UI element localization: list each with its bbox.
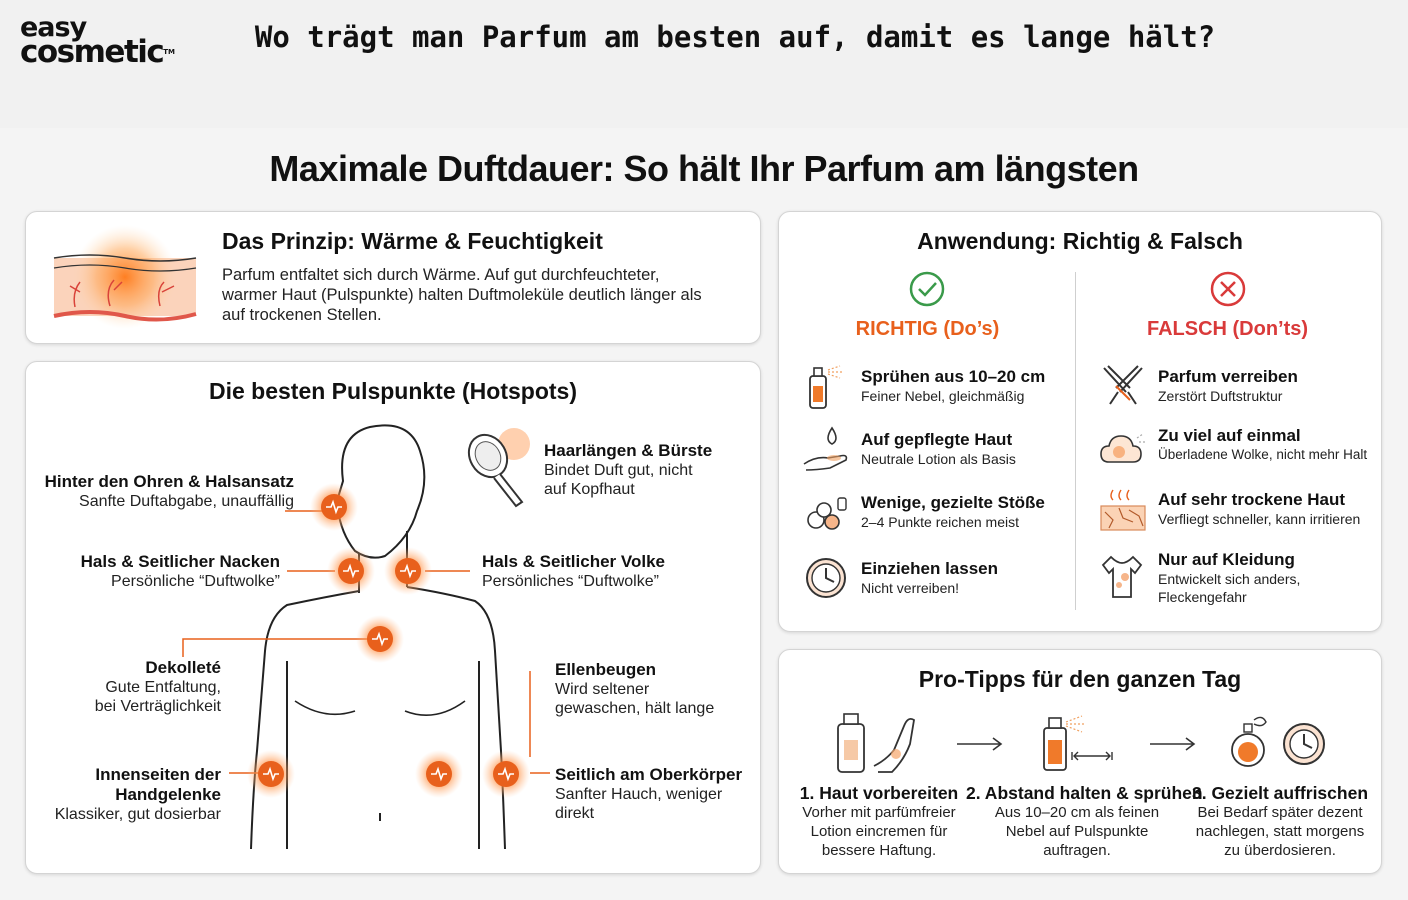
dont-item-too-much: Zu viel auf einmal Überladene Wolke, nic… [1158, 426, 1368, 462]
page-title: Wo trägt man Parfum am besten auf, damit… [254, 20, 1216, 54]
hotspot-label-neck-left: Hals & Seitlicher Nacken Persönliche “Du… [80, 552, 280, 590]
hotspot-label-hair: Haarlängen & Bürste Bindet Duft gut, nic… [544, 441, 713, 498]
dry-skin-icon [1100, 489, 1146, 531]
dos-title: RICHTIG (Do’s) [855, 318, 1000, 340]
do-item-puffs: Wenige, gezielte Stöße 2–4 Punkte reiche… [861, 493, 1045, 530]
page-header [0, 0, 1408, 128]
spray-bottle-icon [809, 365, 842, 409]
pulse-icon-neck-left [327, 547, 375, 595]
application-panel [778, 211, 1382, 632]
hairbrush-icon [467, 428, 530, 508]
logo-text-line1: easy [20, 12, 87, 43]
tips-title: Pro-Tipps für den ganzen Tag [918, 666, 1242, 692]
dont-item-clothing: Nur auf Kleidung Entwickelt sich anders,… [1158, 550, 1301, 605]
warm-skin-icon [53, 225, 197, 329]
perfume-clock-icon [1231, 716, 1325, 767]
donts-title: FALSCH (Don’ts) [1146, 318, 1309, 340]
cloud-icon [1100, 433, 1145, 463]
rubbing-wrists-icon [1103, 365, 1143, 405]
hotspot-label-neck-right: Hals & Seitlicher Volke Persönliches “Du… [482, 552, 665, 590]
pulse-icon-ears [310, 483, 358, 531]
hotspot-label-ears: Hinter den Ohren & Halsansatz Sanfte Duf… [44, 472, 294, 510]
pulse-icon-side-body [415, 750, 463, 798]
application-title: Anwendung: Richtig & Falsch [917, 228, 1243, 254]
dont-item-dry-skin: Auf sehr trockene Haut Verfliegt schnell… [1158, 490, 1361, 527]
spray-distance-icon [1043, 715, 1113, 771]
tip-step-2: 2. Abstand halten & sprühen Aus 10–20 cm… [966, 783, 1203, 859]
do-item-skin: Auf gepflegte Haut Neutrale Lotion als B… [861, 430, 1016, 467]
dont-item-rubbing: Parfum verreiben Zerstört Duftstruktur [1158, 367, 1298, 404]
pulse-icon-wrist [247, 750, 295, 798]
hotspots-title: Die besten Pulspunkte (Hotspots) [208, 378, 578, 404]
spray-puffs-icon [807, 497, 847, 530]
hotspots-panel [25, 361, 761, 874]
arrow-right-icon-2 [1150, 737, 1196, 751]
principle-title: Das Prinzip: Wärme & Feuchtigkeit [222, 228, 603, 254]
logo-trademark: TM [163, 48, 176, 56]
easycosmetic-logo[interactable]: easy cosmeticTM [20, 12, 176, 68]
cross-circle-icon [1210, 271, 1246, 307]
hotspot-label-elbows: Ellenbeugen Wird seltener gewaschen, häl… [555, 660, 715, 717]
logo-text-line2: cosmetic [20, 34, 165, 70]
hotspot-label-side-body: Seitlich am Oberkörper Sanfter Hauch, we… [555, 765, 743, 822]
lotion-bottle-arm-icon [837, 713, 915, 773]
tip-step-3: 3. Gezielt auffrischen Bei Bedarf später… [1191, 783, 1369, 859]
pulse-icon-decollete [356, 615, 404, 663]
tshirt-icon [1101, 555, 1143, 598]
check-circle-icon [909, 271, 945, 307]
do-item-absorb: Einziehen lassen Nicht verreiben! [861, 559, 998, 596]
hotspot-label-wrists: Innenseiten der Handgelenke Klassiker, g… [54, 765, 221, 823]
arrow-right-icon-1 [957, 737, 1003, 751]
do-item-spray: Sprühen aus 10–20 cm Feiner Nebel, gleic… [861, 367, 1046, 404]
lotion-hand-icon [803, 426, 848, 471]
hotspot-markers [247, 483, 530, 798]
principle-text: Parfum entfaltet sich durch Wärme. Auf g… [222, 266, 702, 324]
hotspot-label-decollete: Dekolleté Gute Entfaltung, bei Verträgli… [94, 658, 221, 715]
pulse-icon-neck-right [384, 547, 432, 595]
column-divider [1075, 272, 1076, 610]
clock-icon [806, 558, 846, 598]
tips-panel [778, 649, 1382, 874]
pulse-icon-elbow [482, 750, 530, 798]
infographic-title: Maximale Duftdauer: So hält Ihr Parfum a… [269, 148, 1139, 189]
tip-step-1: 1. Haut vorbereiten Vorher mit parfümfre… [799, 783, 959, 859]
